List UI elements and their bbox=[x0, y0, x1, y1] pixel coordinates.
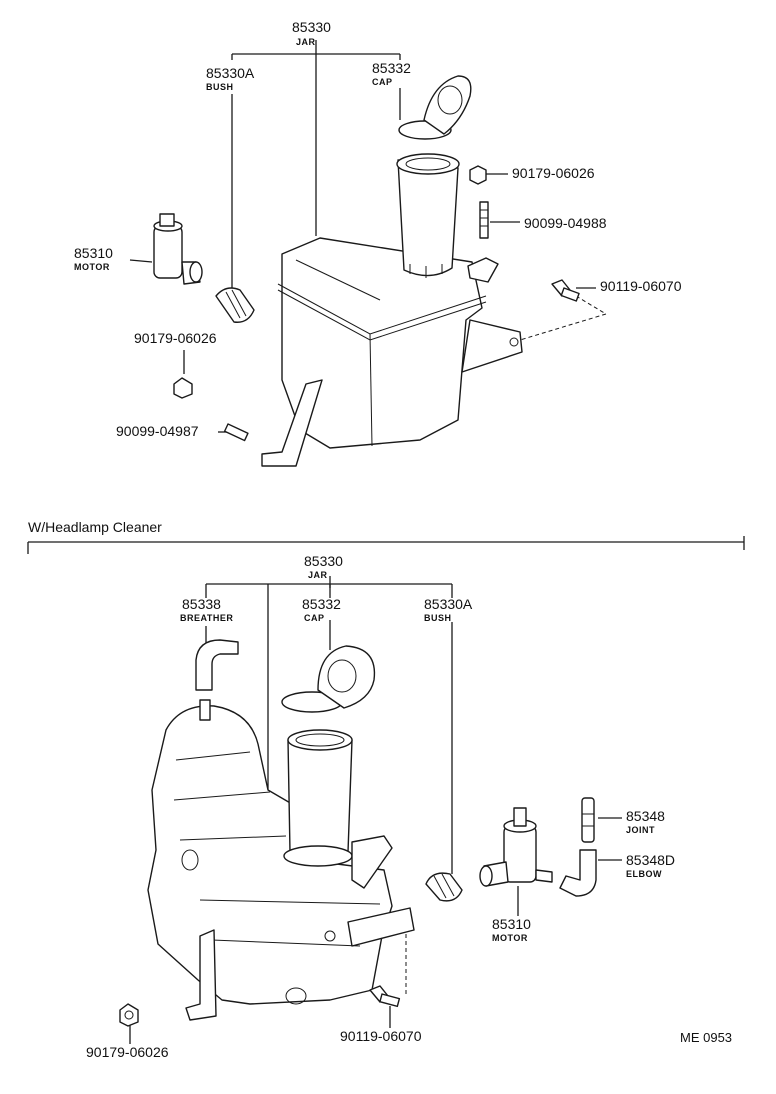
top-jar-name: JAR bbox=[296, 37, 316, 47]
bottom-cap-name: CAP bbox=[304, 613, 325, 623]
top-leader-lines bbox=[129, 40, 608, 433]
bottom-jar-number: 85330 bbox=[304, 553, 343, 569]
top-motor-name: MOTOR bbox=[74, 262, 110, 272]
bottom-motor-name: MOTOR bbox=[492, 933, 528, 943]
bottom-elbow-name: ELBOW bbox=[626, 869, 662, 879]
top-nut-left-number: 90179-06026 bbox=[134, 330, 217, 346]
bottom-breather-number: 85338 bbox=[182, 596, 221, 612]
top-jar-number: 85330 bbox=[292, 19, 331, 35]
top-bush-number: 85330A bbox=[206, 65, 255, 81]
bottom-bush-name: BUSH bbox=[424, 613, 452, 623]
bottom-bolt-number: 90119-06070 bbox=[340, 1028, 422, 1044]
bottom-joint-name: JOINT bbox=[626, 825, 656, 835]
bottom-jar-name: JAR bbox=[308, 570, 328, 580]
bottom-jar-drawing bbox=[147, 645, 415, 1021]
top-cap-name: CAP bbox=[372, 77, 393, 87]
top-screw-left-number: 90099-04987 bbox=[116, 423, 199, 439]
top-nut-right-number: 90179-06026 bbox=[512, 165, 595, 181]
reference-code: ME 0953 bbox=[680, 1030, 733, 1045]
bottom-small-parts bbox=[119, 639, 597, 1027]
bottom-leader-lines bbox=[129, 576, 622, 1044]
top-screw-right-number: 90099-04988 bbox=[524, 215, 607, 231]
bottom-bush-number: 85330A bbox=[424, 596, 473, 612]
top-small-parts bbox=[153, 165, 580, 442]
bottom-breather-name: BREATHER bbox=[180, 613, 234, 623]
bottom-nut-number: 90179-06026 bbox=[86, 1044, 169, 1060]
bottom-joint-number: 85348 bbox=[626, 808, 665, 824]
top-motor-number: 85310 bbox=[74, 245, 113, 261]
top-jar-drawing bbox=[261, 75, 523, 467]
top-cap-number: 85332 bbox=[372, 60, 411, 76]
bottom-elbow-number: 85348D bbox=[626, 852, 676, 868]
bottom-cap-number: 85332 bbox=[302, 596, 341, 612]
bottom-motor-number: 85310 bbox=[492, 916, 531, 932]
section-title-headlamp-cleaner: W/Headlamp Cleaner bbox=[28, 519, 162, 535]
top-bolt-right-number: 90119-06070 bbox=[600, 278, 682, 294]
bottom-bracket-line bbox=[27, 536, 745, 554]
top-bush-name: BUSH bbox=[206, 82, 234, 92]
